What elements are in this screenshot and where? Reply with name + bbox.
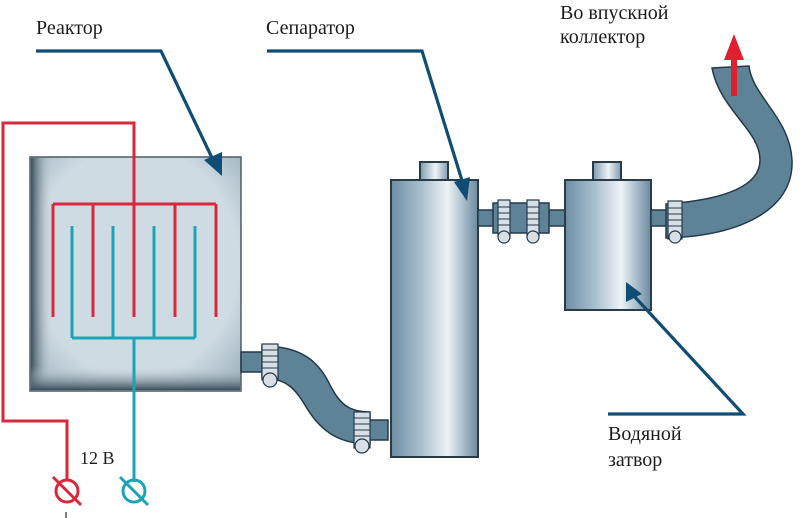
hose-clamp	[497, 199, 511, 244]
water-seal-label-line1: Водяной	[608, 423, 682, 445]
reactor-outlet-stub	[240, 351, 264, 373]
positive-electrode	[1, 121, 218, 480]
clamp-screw-icon	[354, 438, 370, 454]
water-seal	[564, 161, 652, 311]
hose-clamp	[353, 411, 371, 454]
water-seal-label-line2: затвор	[608, 449, 662, 471]
separator	[390, 161, 479, 458]
intake-hose	[650, 34, 793, 244]
clamp-screw-icon	[262, 372, 278, 388]
voltage-label: 12 В	[80, 448, 115, 468]
positive-wire-top	[1, 121, 136, 400]
leader-arrow-icon	[626, 282, 642, 302]
water-seal-cap	[592, 161, 622, 181]
reactor-leader	[36, 49, 222, 176]
reactor-shade-left	[31, 158, 53, 390]
water-seal-leader	[608, 282, 747, 416]
negative-electrode	[70, 226, 197, 482]
separator-cap	[419, 161, 449, 181]
intake-label-line1: Во впускной	[560, 2, 669, 24]
positive-wire-bottom	[1, 400, 69, 480]
clamp-screw-icon	[526, 230, 540, 244]
reactor-separator-hose	[240, 343, 389, 454]
leader-arrow-icon	[454, 177, 470, 201]
separator-seal-hose	[477, 199, 567, 244]
hose-clamp	[667, 200, 683, 244]
leader-arrow-icon	[204, 152, 222, 176]
separator-body	[390, 179, 479, 458]
negative-terminal	[118, 475, 150, 507]
positive-terminal	[51, 475, 83, 518]
separator-label: Сепаратор	[266, 17, 355, 39]
clamp-screw-icon	[668, 230, 682, 244]
hose-clamp	[526, 199, 540, 244]
curved-intake-hose	[665, 65, 793, 239]
water-seal-body	[564, 179, 652, 311]
reactor-label: Реактор	[36, 17, 103, 39]
clamp-screw-icon	[497, 230, 511, 244]
flow-arrow-icon	[724, 34, 744, 96]
hose-clamp	[261, 343, 279, 388]
separator-leader	[267, 49, 470, 201]
intake-label-line2: коллектор	[560, 26, 645, 48]
